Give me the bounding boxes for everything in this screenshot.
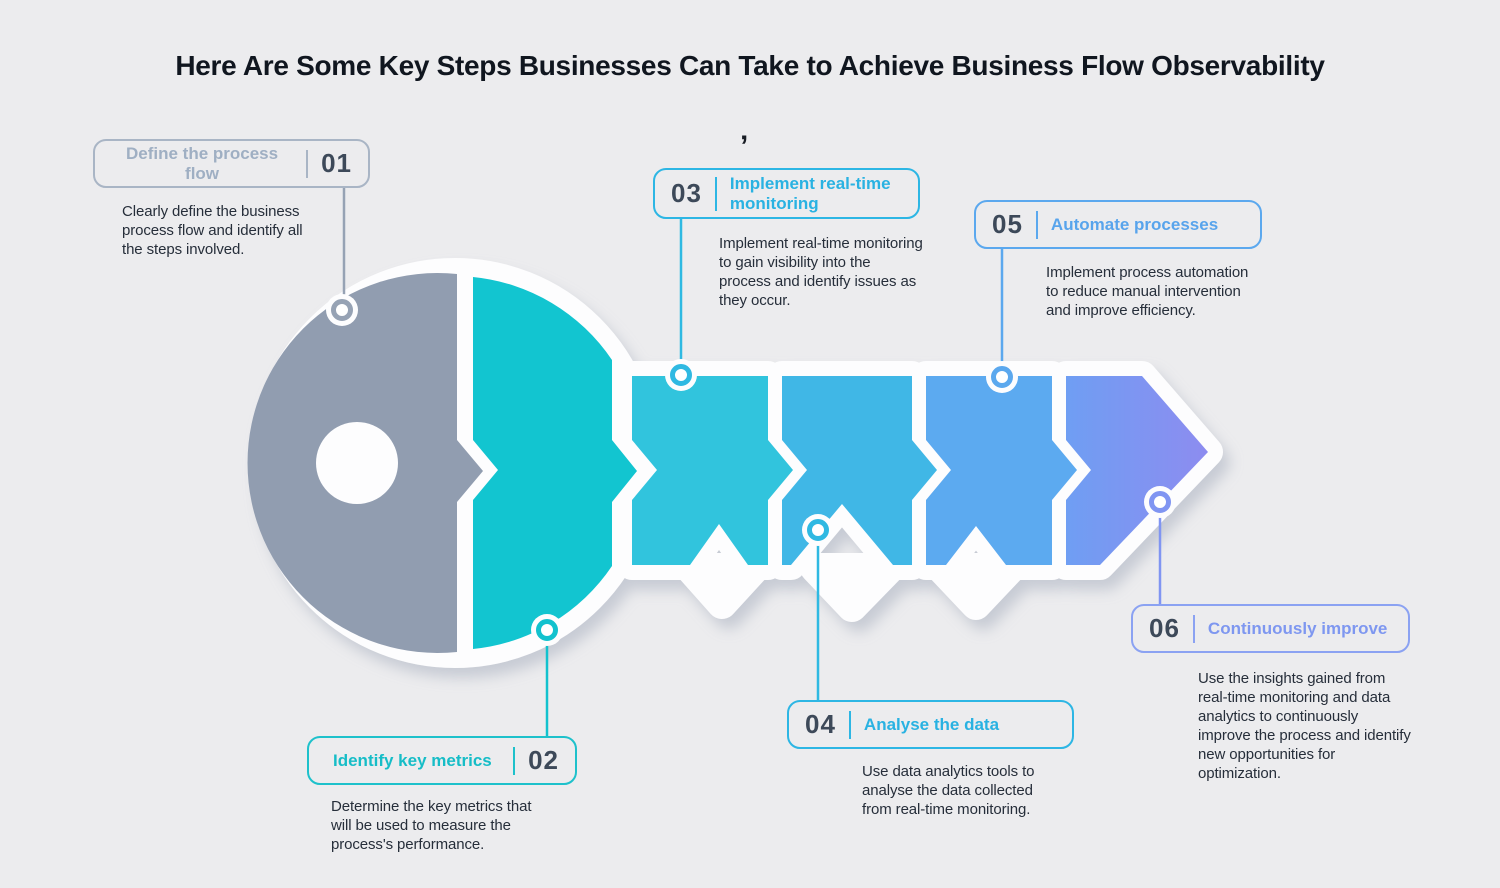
step-2-callout: Identify key metrics 02 [307,736,577,785]
step-4-callout: 04 Analyse the data [787,700,1074,749]
step-number: 03 [671,178,702,208]
step-2-description: Determine the key metrics that will be u… [331,798,532,853]
step-title: Automate processes [1050,214,1219,234]
key-tooth-3 [926,376,1077,565]
step-title: Identify key metrics [333,750,492,770]
step-number: 06 [1149,613,1180,643]
step-number: 05 [992,209,1023,239]
plate-tooth-bump-1 [675,553,770,619]
step-1-callout: Define the process flow 01 [93,139,370,188]
key-head-teal [473,277,637,649]
key-tooth-1 [632,376,793,565]
step-number: 04 [805,709,836,739]
callout-divider [1192,614,1195,643]
page-title: Here Are Some Key Steps Businesses Can T… [175,50,1325,81]
step-5-callout: 05 Automate processes [974,200,1262,249]
step-title: Define the process flow [125,144,279,183]
step-6-callout: 06 Continuously improve [1131,604,1410,653]
connector-dot-1 [326,294,358,326]
step-title: Analyse the data [863,714,1000,734]
step-5-description: Implement process automation to reduce m… [1046,264,1249,319]
step-title: Continuously improve [1207,618,1388,638]
plate-tooth-bump-3 [926,553,1026,620]
callout-divider [1035,210,1038,239]
step-4-description: Use data analytics tools to analyse the … [862,763,1035,818]
step-6-description: Use the insights gained from real-time m… [1198,670,1411,782]
key-arrow [1066,376,1208,565]
connector-dot-5 [986,361,1018,393]
callout-divider [513,746,516,775]
step-number: 02 [528,745,559,775]
connector-dot-4 [802,514,834,546]
step-number: 01 [321,148,352,178]
step-1-description: Clearly define the business process flow… [122,203,303,258]
connector-dot-6 [1144,486,1176,518]
stray-quote-mark: ’ [740,130,749,163]
step-3-description: Implement real-time monitoring to gain v… [719,235,923,309]
callout-divider [714,176,717,211]
connector-dot-2 [531,614,563,646]
step-title: Implement real-time monitoring [729,174,891,213]
connector-dot-3 [665,359,697,391]
key-head-hole [316,422,398,504]
plate-tooth-bump-2 [800,553,905,622]
callout-divider [848,710,851,739]
callout-divider [306,149,309,178]
step-3-callout: 03 Implement real-time monitoring [653,168,920,219]
